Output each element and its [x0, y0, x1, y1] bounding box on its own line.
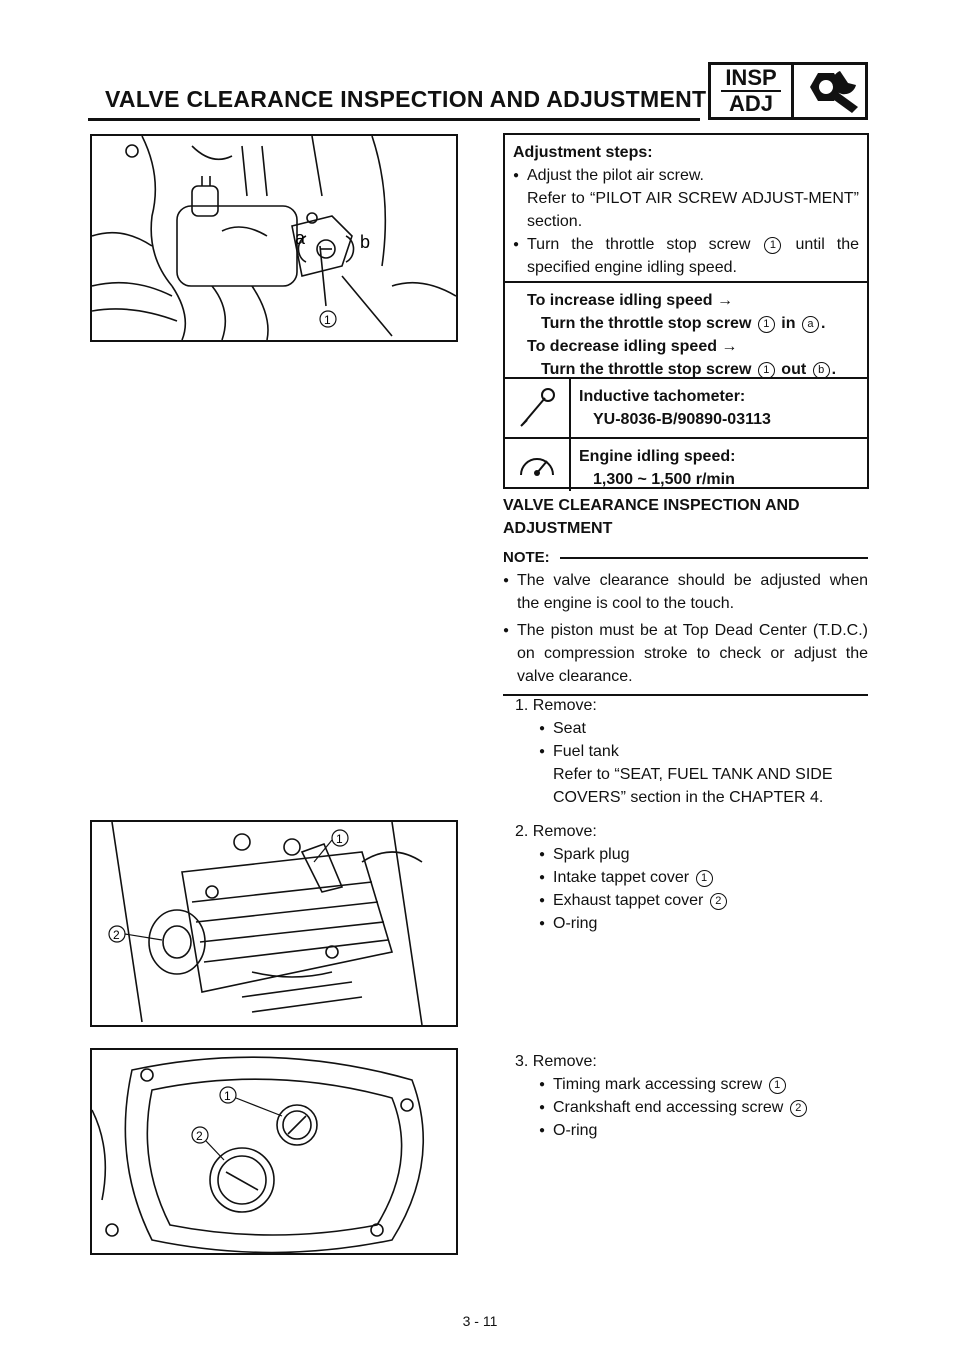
step-2-title: 2. Remove:	[515, 823, 597, 840]
step-3-item: O-ring	[539, 1119, 868, 1142]
adjustment-heading: Adjustment steps:	[513, 144, 653, 161]
adjustment-steps-box: Adjustment steps: Adjust the pilot air s…	[503, 133, 869, 491]
step-throttle: Turn the throttle stop screw 1 until the…	[513, 233, 859, 279]
step-1-ref: Refer to “SEAT, FUEL TANK AND SIDE COVER…	[553, 766, 833, 806]
increase-label: To increase idling speed →	[527, 292, 733, 309]
spec-row: Engine idling speed: 1,300 ~ 1,500 r/min	[505, 437, 867, 491]
spec-value: 1,300 ~ 1,500 r/min	[593, 471, 735, 488]
idling-adjust-directions: To increase idling speed → Turn the thro…	[505, 281, 867, 379]
fig2-label-1: 1	[336, 832, 343, 846]
step-1-title: 1. Remove:	[515, 697, 597, 714]
header-rule	[88, 118, 700, 121]
page-number: 3 - 11	[462, 1313, 498, 1329]
note-item-1: The valve clearance should be adjusted w…	[503, 569, 868, 615]
tool-label: Inductive tachometer:	[579, 388, 746, 405]
increase-action: Turn the throttle stop screw 1 in a.	[541, 315, 826, 333]
fig1-label-a: a	[295, 228, 306, 248]
step-2-item: Exhaust tappet cover 2	[539, 889, 868, 912]
adjustment-steps: Adjustment steps: Adjust the pilot air s…	[505, 135, 867, 281]
badge-top: INSP	[721, 66, 781, 92]
fig2-label-2: 2	[113, 928, 120, 942]
cylinder-head-figure: 1 2	[90, 820, 458, 1027]
step-2-item: Intake tappet cover 1	[539, 866, 868, 889]
fig3-label-1: 1	[224, 1089, 231, 1103]
note-label: NOTE:	[503, 549, 550, 566]
carburetor-figure: a b 1	[90, 134, 458, 342]
fig3-label-2: 2	[196, 1129, 203, 1143]
step-pilot-screw: Adjust the pilot air screw.	[513, 164, 859, 187]
wrench-tool-icon	[505, 379, 571, 437]
step-2-item: O-ring	[539, 912, 868, 935]
note-item-2: The piston must be at Top Dead Center (T…	[503, 619, 868, 688]
step-1: 1. Remove: Seat Fuel tank Refer to “SEAT…	[515, 694, 868, 809]
crankcase-cover-figure: 1 2	[90, 1048, 458, 1255]
tachometer-icon	[505, 439, 571, 491]
decrease-label: To decrease idling speed →	[527, 338, 738, 355]
tool-row: Inductive tachometer: YU-8036-B/90890-03…	[505, 377, 867, 437]
step-3-title: 3. Remove:	[515, 1053, 597, 1070]
tool-value: YU-8036-B/90890-03113	[593, 411, 771, 428]
badge-bottom: ADJ	[728, 91, 773, 116]
section-badge: INSP ADJ	[708, 62, 868, 120]
section-title: VALVE CLEARANCE INSPECTION AND ADJUSTMEN…	[503, 497, 800, 537]
page-title: VALVE CLEARANCE INSPECTION AND ADJUSTMEN…	[105, 86, 707, 112]
decrease-action: Turn the throttle stop screw 1 out b.	[541, 361, 837, 379]
step-2: 2. Remove: Spark plug Intake tappet cove…	[515, 820, 868, 935]
step-1-item: Seat	[539, 717, 868, 740]
wrench-nut-icon	[794, 65, 865, 117]
spec-label: Engine idling speed:	[579, 448, 736, 465]
note-block: NOTE: The valve clearance should be adju…	[503, 546, 868, 696]
fig1-label-b: b	[360, 232, 370, 252]
step-1-item: Fuel tank	[539, 740, 868, 763]
step-3-item: Crankshaft end accessing screw 2	[539, 1096, 868, 1119]
step-3-item: Timing mark accessing screw 1	[539, 1073, 868, 1096]
step-2-item: Spark plug	[539, 843, 868, 866]
step-pilot-ref: Refer to “PILOT AIR SCREW ADJUST-MENT” s…	[527, 190, 859, 230]
fig1-label-1: 1	[324, 313, 331, 327]
callout-1: 1	[764, 237, 782, 254]
step-3: 3. Remove: Timing mark accessing screw 1…	[515, 1050, 868, 1142]
